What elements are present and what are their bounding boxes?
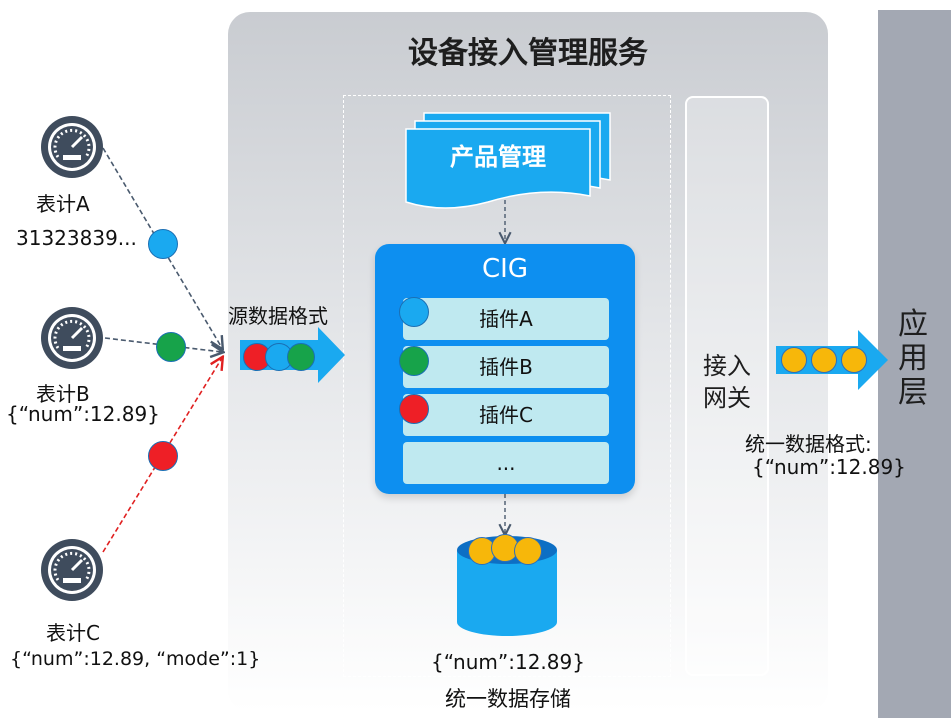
product-mgmt-label: 产品管理 <box>450 143 546 171</box>
plugin-a: 插件A <box>403 298 609 340</box>
app-layer-label: 应 用 层 <box>898 307 928 410</box>
meter-b-name: 表计B <box>36 382 90 406</box>
product-mgmt-doc-icon <box>405 112 611 209</box>
plugin-c: 插件C <box>403 394 609 436</box>
meter-b-link-dot <box>156 332 186 362</box>
source-green-dot <box>287 343 315 371</box>
meter-c-data: {“num”:12.89, “mode”:1} <box>10 648 261 670</box>
plugin-a-dot <box>399 297 429 327</box>
gateway-label: 接入 网关 <box>703 352 751 412</box>
cig-title: CIG <box>482 254 528 284</box>
meter-b-data: {“num”:12.89} <box>6 402 160 426</box>
meter-a-gauge-icon <box>41 116 103 178</box>
storage-dot-3 <box>514 537 542 565</box>
service-title: 设备接入管理服务 <box>408 36 648 71</box>
storage-example: {“num”:12.89} <box>431 650 585 674</box>
plugin-b-dot <box>399 346 429 376</box>
meter-c-name: 表计C <box>46 621 100 645</box>
meter-a-link-dot <box>148 229 178 259</box>
meter-c-link-dot <box>148 441 178 471</box>
unified-format-label: 统一数据格式: <box>745 432 872 456</box>
source-format-label: 源数据格式 <box>228 304 328 328</box>
access-gateway <box>685 96 769 676</box>
plugin-more: ... <box>403 442 609 484</box>
meter-b-gauge-icon <box>41 307 103 369</box>
unified-dot-2 <box>811 347 837 373</box>
app-layer-bar <box>878 10 951 718</box>
unified-dot-3 <box>841 347 867 373</box>
meter-a-data: 31323839... <box>16 226 137 250</box>
storage-label: 统一数据存储 <box>445 687 571 711</box>
cig-block: CIG 插件A 插件B 插件C ... <box>375 244 635 494</box>
plugin-b: 插件B <box>403 346 609 388</box>
processing-boundary <box>343 95 671 677</box>
meter-a-name: 表计A <box>36 192 90 216</box>
meter-c-gauge-icon <box>41 539 103 601</box>
unified-format-example: {“num”:12.89} <box>752 455 906 479</box>
plugin-c-dot <box>399 394 429 424</box>
unified-dot-1 <box>781 347 807 373</box>
